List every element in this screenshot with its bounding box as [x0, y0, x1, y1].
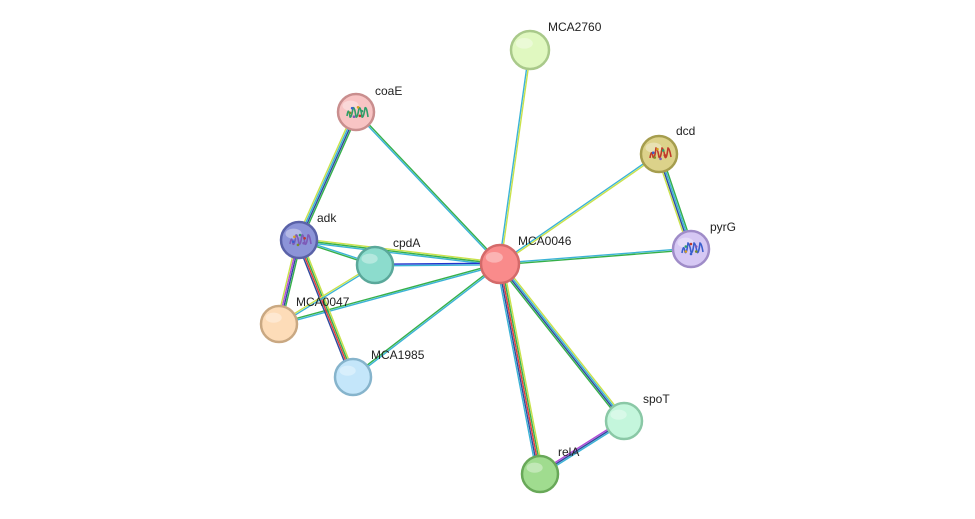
- edge-evidence-strand: [499, 249, 692, 266]
- edge-MCA0046-cpdA[interactable]: [374, 262, 501, 267]
- protein-structure-icon: [289, 233, 312, 247]
- edge-evidence-strand: [500, 263, 543, 475]
- edge-coaE-adk[interactable]: [296, 110, 359, 242]
- edge-evidence-strand: [352, 263, 502, 379]
- protein-structure-icon: [649, 147, 672, 161]
- edge-evidence-strand: [299, 239, 355, 378]
- edge-evidence-strand: [300, 238, 356, 377]
- node-highlight: [339, 365, 356, 376]
- node-highlight: [361, 253, 378, 264]
- edge-evidence-strand: [498, 49, 530, 265]
- edge-MCA0046-pyrG[interactable]: [499, 247, 692, 266]
- edge-evidence-strand: [496, 263, 538, 476]
- edge-evidence-strand: [499, 262, 626, 422]
- nodes-layer: MCA0046 MCA2760 coaE dcd adk cpdA pyrG MCA0047M…: [259, 20, 736, 494]
- edge-MCA0046-adk[interactable]: [298, 237, 501, 267]
- edge-MCA0046-MCA1985[interactable]: [351, 262, 502, 379]
- edge-evidence-strand: [351, 262, 501, 378]
- edge-evidence-strand: [497, 264, 623, 424]
- edge-evidence-strand: [499, 247, 692, 264]
- node-label: pyrG: [710, 220, 736, 234]
- node-highlight: [526, 462, 543, 473]
- node-circle[interactable]: [259, 304, 299, 344]
- edge-MCA0046-MCA2760[interactable]: [498, 49, 532, 265]
- edge-evidence-strand: [374, 262, 501, 265]
- node-highlight: [265, 312, 282, 323]
- node-label: MCA0046: [518, 234, 572, 248]
- node-pyrG[interactable]: pyrG: [671, 220, 736, 269]
- edge-evidence-strand: [354, 111, 501, 266]
- edge-evidence-strand: [298, 240, 501, 267]
- node-highlight: [610, 409, 627, 420]
- edge-evidence-strand: [298, 239, 501, 265]
- node-circle[interactable]: [355, 245, 395, 285]
- edge-evidence-strand: [355, 110, 502, 265]
- edge-evidence-strand: [298, 237, 501, 264]
- node-coaE[interactable]: coaE: [336, 84, 402, 132]
- edge-evidence-strand: [502, 262, 544, 475]
- edge-evidence-strand: [297, 110, 356, 241]
- node-circle[interactable]: [509, 29, 551, 71]
- edge-evidence-strand: [299, 111, 358, 242]
- node-label: spoT: [643, 392, 670, 406]
- edge-MCA0046-dcd[interactable]: [498, 152, 661, 266]
- edge-evidence-strand: [497, 263, 540, 475]
- node-MCA0046[interactable]: MCA0046: [479, 234, 572, 285]
- edge-MCA0046-MCA0047[interactable]: [278, 262, 501, 326]
- protein-structure-icon: [346, 106, 369, 118]
- edge-MCA0046-spoT[interactable]: [497, 261, 627, 424]
- edge-evidence-strand: [296, 110, 355, 240]
- node-circle[interactable]: [520, 454, 560, 494]
- edge-evidence-strand: [498, 263, 625, 423]
- node-circle[interactable]: [333, 357, 373, 397]
- node-MCA1985[interactable]: MCA1985: [333, 348, 425, 397]
- edge-adk-MCA1985[interactable]: [296, 238, 356, 379]
- node-circle[interactable]: [479, 243, 521, 285]
- node-dcd[interactable]: dcd: [639, 124, 695, 174]
- edge-evidence-strand: [296, 240, 352, 379]
- edge-evidence-strand: [499, 153, 661, 266]
- edge-evidence-strand: [374, 264, 501, 267]
- node-highlight: [515, 38, 533, 49]
- edge-evidence-strand: [278, 264, 501, 326]
- node-circle[interactable]: [604, 401, 644, 441]
- node-cpdA[interactable]: cpdA: [355, 236, 420, 285]
- edge-evidence-strand: [500, 49, 532, 265]
- node-label: MCA2760: [548, 20, 602, 34]
- node-label: coaE: [375, 84, 402, 98]
- edge-evidence-strand: [300, 112, 359, 242]
- node-label: cpdA: [393, 236, 420, 250]
- edge-evidence-strand: [297, 239, 353, 378]
- node-label: MCA0047: [296, 295, 350, 309]
- node-adk[interactable]: adk: [279, 211, 337, 260]
- edge-evidence-strand: [501, 261, 627, 421]
- node-highlight: [485, 252, 503, 263]
- node-label: relA: [558, 445, 579, 459]
- edge-evidence-strand: [499, 263, 541, 475]
- node-MCA2760[interactable]: MCA2760: [509, 20, 602, 71]
- node-relA[interactable]: relA: [520, 445, 579, 494]
- edge-MCA0046-relA[interactable]: [496, 262, 544, 476]
- edge-evidence-strand: [498, 152, 660, 265]
- node-label: MCA1985: [371, 348, 425, 362]
- node-label: adk: [317, 211, 337, 225]
- node-spoT[interactable]: spoT: [604, 392, 670, 441]
- node-highlight: [645, 142, 662, 153]
- edge-evidence-strand: [278, 262, 501, 324]
- node-MCA0047[interactable]: MCA0047: [259, 295, 350, 344]
- protein-structure-icon: [681, 242, 704, 256]
- node-label: dcd: [676, 124, 695, 138]
- node-highlight: [342, 100, 359, 111]
- edge-MCA0046-coaE[interactable]: [354, 110, 502, 266]
